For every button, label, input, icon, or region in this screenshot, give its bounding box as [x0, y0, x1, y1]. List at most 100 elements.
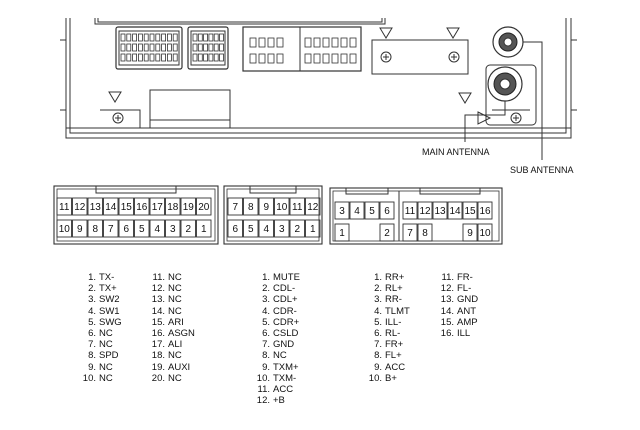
pin-number: 11.	[257, 384, 270, 396]
ground-mark-center-2	[446, 27, 460, 39]
pin-signal: RR-	[385, 294, 402, 306]
pin-number: 15.	[151, 316, 165, 328]
pin-number: 1	[201, 224, 207, 235]
pin-signal: NC	[99, 372, 113, 384]
pin-signal: FR-	[457, 272, 473, 283]
pin-number: 3.	[88, 294, 96, 306]
pin-number: 10	[276, 202, 288, 213]
pin-cell: 12	[305, 197, 321, 216]
pin-number: 12	[307, 202, 319, 213]
pin-signal: SW2	[99, 294, 120, 306]
ground-mark-left	[108, 91, 122, 103]
pin-cell: 4	[349, 201, 365, 220]
ground-mark-center-1	[379, 27, 393, 39]
pin-entry: 2.RL+	[362, 283, 410, 294]
pin-cell: 9	[462, 223, 478, 242]
pin-number: 12.	[151, 283, 165, 295]
pin-signal: B+	[385, 372, 397, 384]
pin-cell: 1	[305, 219, 321, 238]
pin-signal: SWG	[99, 316, 122, 328]
pin-entry: 9.TXM+	[250, 362, 300, 373]
pin-signal: ACC	[273, 384, 294, 396]
socket-12pin	[187, 26, 229, 70]
pin-signal: AMP	[457, 316, 478, 328]
pin-entry: 7.GND	[250, 339, 300, 350]
pin-signal: CSLD	[273, 328, 299, 340]
pin-number: 7	[232, 202, 238, 213]
pin-number: 4	[263, 224, 269, 235]
pin-number: 20.	[151, 372, 165, 384]
pin-signal: TX+	[99, 283, 117, 295]
pin-number: 2.	[262, 283, 270, 295]
pin-number: 4.	[374, 305, 382, 317]
pin-signal: CDR+	[273, 316, 300, 328]
pin-signal: ASGN	[168, 328, 195, 340]
pin-entry: 7.NC	[76, 339, 122, 350]
pin-cell: 14	[447, 201, 463, 220]
pin-cell: 12	[417, 201, 433, 220]
pin-number: 5.	[88, 316, 96, 328]
pin-number: 12.	[256, 395, 270, 407]
pin-cell: 3	[274, 219, 290, 238]
pin-signal: NC	[273, 350, 287, 362]
pin-signal: RL+	[385, 283, 403, 295]
pin-number: 7.	[262, 339, 270, 351]
pin-entry: 18.NC	[147, 350, 195, 361]
pin-number: 13.	[151, 294, 165, 306]
pin-number: 6.	[374, 328, 382, 340]
mounting-screw-right	[510, 112, 522, 124]
pin-number: 8.	[262, 350, 270, 362]
pin-signal: SPD	[99, 350, 119, 362]
pin-number: 13	[434, 206, 446, 217]
pin-cell: 2	[289, 219, 305, 238]
pin-entry: 9.NC	[76, 362, 122, 373]
mounting-screw-center	[371, 39, 469, 75]
pin-entry: 12.NC	[147, 283, 195, 294]
pin-number: 12	[74, 202, 86, 213]
pin-cell: 18	[165, 197, 181, 216]
pin-cell: 6	[118, 219, 134, 238]
pin-signal: NC	[168, 372, 182, 384]
pin-number: 4.	[88, 305, 96, 317]
pin-entry: 10.NC	[76, 373, 122, 384]
pin-signal: FR+	[385, 339, 404, 351]
pin-number: 16	[479, 206, 491, 217]
pin-cell: 5	[243, 219, 259, 238]
socket-20pin	[115, 26, 183, 70]
pin-signal: CDL+	[273, 294, 298, 306]
pin-entry: 12.+B	[250, 395, 300, 406]
pin-signal: NC	[99, 361, 113, 373]
pin-number: 10	[59, 224, 71, 235]
pin-number: 10.	[256, 372, 270, 384]
pin-signal: AUXI	[168, 361, 191, 373]
pin-number: 5	[139, 224, 145, 235]
pin-cell: 10	[477, 223, 493, 242]
pin-number: 7.	[374, 339, 382, 351]
pin-entry: 7.FR+	[362, 339, 410, 350]
pin-entry: 6.NC	[76, 328, 122, 339]
pin-entry: 6.RL-	[362, 328, 410, 339]
pin-cell: 1	[334, 223, 350, 242]
pin-number: 1.	[88, 272, 96, 283]
pin-number: 8	[422, 228, 428, 239]
pin-cell: 1	[196, 219, 212, 238]
mounting-screw-left	[112, 112, 124, 124]
pin-entry: 15.AMP	[436, 317, 478, 328]
pin-signal: GND	[457, 294, 479, 306]
pin-entry: 5.SWG	[76, 317, 122, 328]
pin-entry: 8.NC	[250, 350, 300, 361]
pin-number: 9.	[374, 361, 382, 373]
pin-entry: 1.RR+	[362, 272, 410, 283]
pin-number: 11	[292, 202, 303, 213]
pin-cell: 11	[289, 197, 305, 216]
pin-cell: 9	[258, 197, 274, 216]
pin-number: 19.	[151, 361, 165, 373]
pin-cell: 7	[227, 197, 243, 216]
pin-signal: FL-	[457, 283, 472, 295]
sub-antenna-jack	[492, 26, 524, 58]
pin-signal: RR+	[385, 272, 405, 283]
pin-number: 9	[263, 202, 269, 213]
